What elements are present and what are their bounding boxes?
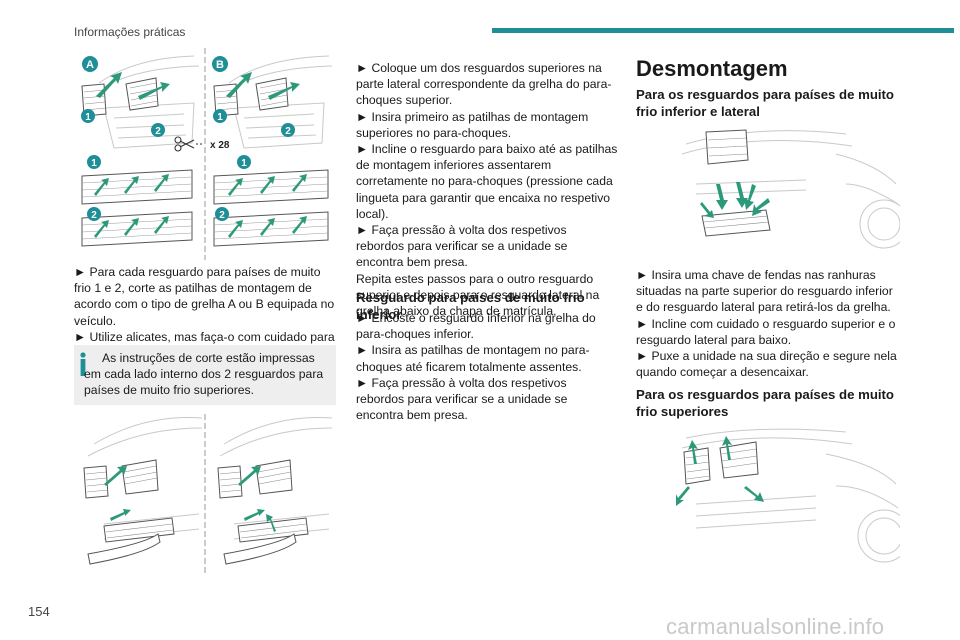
watermark: carmanualsonline.info bbox=[666, 614, 885, 639]
col2-paragraph: ► Insira as patilhas de montagem no para… bbox=[356, 343, 590, 374]
info-note bbox=[74, 345, 336, 405]
figure-install-shields bbox=[74, 414, 336, 576]
cut-count: x 28 bbox=[210, 140, 230, 151]
col3-instructions: ► Insira uma chave de fendas nas ranhura… bbox=[636, 267, 900, 380]
col3-paragraph: ► Insira uma chave de fendas nas ranhura… bbox=[636, 268, 893, 315]
col3-paragraph: ► Puxe a unidade na sua direção e segure… bbox=[636, 349, 897, 380]
label-1-d: 1 bbox=[241, 158, 247, 169]
col2-instructions-2: ► Encoste o resguardo inferior na grelha… bbox=[356, 310, 618, 423]
running-header: Informações práticas bbox=[74, 25, 186, 39]
col2-paragraph: ► Faça pressão à volta dos respetivos re… bbox=[356, 375, 568, 423]
col2-paragraph: Repita estes passos para o outro resguar… bbox=[356, 271, 600, 319]
col3-subheading-2: Para os resguardos para países de muito … bbox=[636, 387, 894, 419]
label-1-c: 1 bbox=[91, 158, 97, 169]
col2-subheading: Resguardo para países de muito frio infe… bbox=[356, 290, 585, 322]
figure-remove-upper bbox=[676, 424, 900, 566]
header-accent-bar bbox=[492, 28, 954, 33]
col2-paragraph: ► Coloque um dos resguardos superiores n… bbox=[356, 61, 612, 108]
col2-paragraph: ► Faça pressão à volta dos respetivos re… bbox=[356, 223, 568, 270]
col2-paragraph: ► Incline o resguardo para baixo até as … bbox=[356, 142, 618, 221]
info-note-text: As instruções de corte estão impressas e… bbox=[84, 351, 324, 397]
col3-paragraph: ► Incline com cuidado o resguardo superi… bbox=[636, 316, 896, 347]
col2-paragraph: ► Encoste o resguardo inferior na grelha… bbox=[356, 311, 596, 342]
col1-paragraph: ► Para cada resguardo para países de mui… bbox=[74, 265, 335, 328]
info-icon bbox=[80, 352, 86, 376]
label-1-a: 1 bbox=[85, 112, 91, 123]
label-2-d: 2 bbox=[219, 210, 225, 221]
scissors-icon bbox=[174, 136, 195, 152]
label-b: B bbox=[216, 59, 224, 71]
section-title: Desmontagem bbox=[636, 56, 788, 81]
label-2-b: 2 bbox=[285, 126, 291, 137]
figure-cutting-tabs: A B 1 2 1 2 x 28 1 bbox=[74, 48, 336, 260]
col2-instructions: ► Coloque um dos resguardos superiores n… bbox=[356, 60, 618, 319]
label-2-c: 2 bbox=[91, 210, 97, 221]
col2-paragraph: ► Insira primeiro as patilhas de montage… bbox=[356, 109, 589, 140]
label-2-a: 2 bbox=[155, 126, 161, 137]
figure-remove-lower bbox=[676, 124, 900, 250]
label-1-b: 1 bbox=[217, 112, 223, 123]
col3-subheading-1: Para os resguardos para países de muito … bbox=[636, 87, 894, 119]
page-number: 154 bbox=[28, 604, 50, 619]
label-a: A bbox=[86, 59, 94, 71]
